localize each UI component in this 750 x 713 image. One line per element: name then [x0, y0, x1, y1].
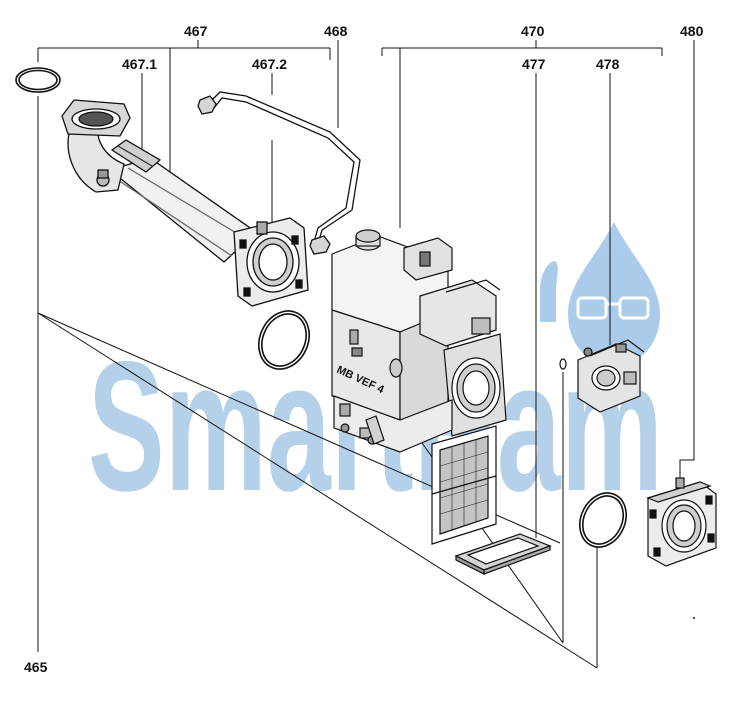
stray-dot	[693, 617, 695, 619]
seal-ring-upper	[258, 310, 310, 370]
pressure-switch-478	[577, 339, 645, 413]
label-480: 480	[680, 23, 704, 39]
seal-ring-lower	[579, 492, 627, 548]
o-ring-465	[15, 67, 61, 93]
label-467: 467	[184, 23, 208, 39]
leader-diagonal-lower	[37, 312, 598, 669]
leader-470	[381, 40, 663, 228]
flange-480	[646, 477, 717, 567]
watermark-drop-icon	[540, 222, 660, 366]
label-467-2: 467.2	[252, 56, 287, 72]
label-465: 465	[24, 659, 48, 675]
leader-480	[679, 40, 695, 486]
impulse-line-468	[197, 91, 361, 255]
label-478: 478	[596, 56, 620, 72]
gasket-477	[454, 533, 552, 575]
label-467-1: 467.1	[122, 56, 157, 72]
small-o-ring	[559, 358, 567, 370]
label-470: 470	[521, 23, 545, 39]
gas-valve-470	[331, 229, 507, 545]
leader-467	[37, 40, 331, 172]
label-477: 477	[522, 56, 546, 72]
label-468: 468	[324, 23, 348, 39]
part-labels: 467 467.1 467.2 468 470 477 478 480 465	[24, 23, 704, 675]
gas-pipe-467	[61, 99, 309, 307]
